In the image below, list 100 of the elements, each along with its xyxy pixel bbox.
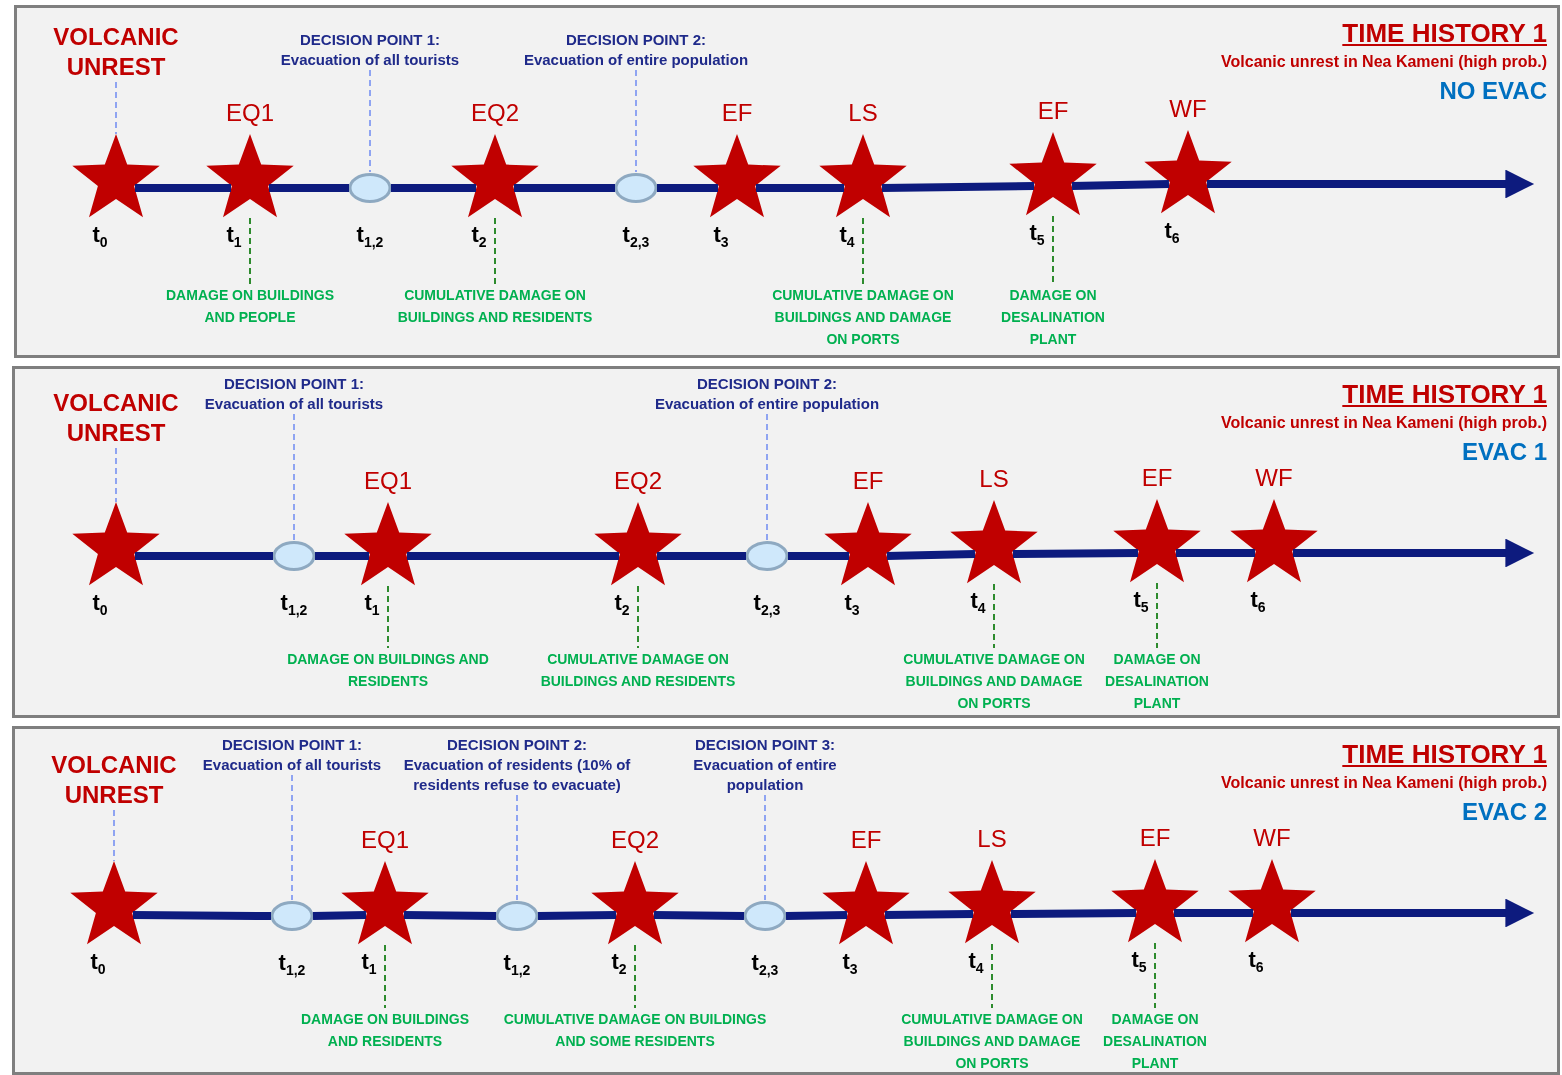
leader-line — [293, 413, 295, 541]
event-label: LS — [978, 464, 1010, 494]
damage-note: CUMULATIVE DAMAGE ON BUILDINGS AND RESIDENTS — [365, 284, 625, 328]
time-label: t$_{2,3}$ — [750, 949, 780, 978]
decision-text: Evacuation of entire population — [692, 755, 838, 795]
leader-line — [1052, 215, 1054, 285]
event-label: VOLCANIC UNREST — [41, 22, 191, 82]
damage-note: DAMAGE ON DESALINATION PLANT — [983, 284, 1123, 350]
event-label: EQ1 — [225, 98, 275, 128]
decision-heading: DECISION POINT 2: — [446, 735, 588, 755]
damage-note: CUMULATIVE DAMAGE ON BUILDINGS AND DAMAGE ON PORTS — [763, 284, 963, 350]
time-label: t$_{4}$ — [969, 587, 987, 616]
event-label: WF — [1252, 823, 1292, 853]
leader-line — [764, 794, 766, 901]
scenario-subtitle: Volcanic unrest in Nea Kameni (high prob.) — [1221, 52, 1547, 72]
decision-text: Evacuation of all tourists — [279, 50, 461, 70]
panel-title: TIME HISTORY 1 — [1342, 378, 1547, 411]
event-label: EF — [851, 466, 885, 496]
event-label: EF — [1138, 823, 1172, 853]
time-label: t$_{1}$ — [360, 948, 378, 977]
time-label: t$_{3}$ — [843, 589, 861, 618]
time-label: t$_{1}$ — [225, 221, 243, 250]
time-label: t$_{2}$ — [613, 589, 631, 618]
panel-title: TIME HISTORY 1 — [1342, 17, 1547, 50]
scenario-label: NO EVAC — [1439, 76, 1547, 106]
timeline-arrow — [1291, 898, 1535, 928]
timeline-panel — [12, 726, 1560, 1075]
event-label: VOLCANIC UNREST — [41, 388, 191, 448]
leader-line — [1154, 942, 1156, 1009]
time-label: t$_{6}$ — [1163, 217, 1181, 246]
leader-line — [384, 944, 386, 1009]
panel-title: TIME HISTORY 1 — [1342, 738, 1547, 771]
damage-note: DAMAGE ON BUILDINGS AND PEOPLE — [150, 284, 350, 328]
leader-line — [634, 944, 636, 1009]
time-label: t$_{5}$ — [1132, 586, 1150, 615]
timeline-arrow — [1207, 169, 1535, 199]
time-label: t$_{2,3}$ — [621, 221, 651, 250]
time-label: t$_{1}$ — [363, 589, 381, 618]
leader-line — [637, 585, 639, 649]
scenario-label: EVAC 1 — [1462, 437, 1547, 467]
damage-note: DAMAGE ON BUILDINGS AND RESIDENTS — [285, 1008, 485, 1052]
time-label: t$_{2}$ — [610, 948, 628, 977]
event-label: LS — [976, 824, 1008, 854]
leader-line — [494, 217, 496, 285]
event-label: EQ2 — [610, 825, 660, 855]
leader-line — [993, 583, 995, 649]
leader-line — [249, 217, 251, 285]
leader-line — [387, 585, 389, 649]
event-label: EQ1 — [363, 466, 413, 496]
leader-line — [635, 69, 637, 173]
event-label: WF — [1254, 463, 1294, 493]
decision-heading: DECISION POINT 3: — [694, 735, 836, 755]
time-label: t$_{6}$ — [1247, 946, 1265, 975]
event-label: WF — [1168, 94, 1208, 124]
time-label: t$_{1,2}$ — [502, 949, 532, 978]
leader-line — [516, 794, 518, 901]
time-label: t$_{5}$ — [1028, 219, 1046, 248]
time-label: t$_{1,2}$ — [279, 589, 309, 618]
event-label: EQ2 — [613, 466, 663, 496]
time-label: t$_{0}$ — [91, 221, 109, 250]
leader-line — [766, 413, 768, 541]
leader-line — [291, 774, 293, 901]
time-label: t$_{2,3}$ — [752, 589, 782, 618]
timeline-arrow — [1293, 538, 1535, 568]
scenario-subtitle: Volcanic unrest in Nea Kameni (high prob.) — [1221, 773, 1547, 793]
timeline-panel — [12, 366, 1560, 718]
time-label: t$_{1,2}$ — [277, 949, 307, 978]
event-label: EQ2 — [470, 98, 520, 128]
decision-heading: DECISION POINT 1: — [299, 30, 441, 50]
event-label: EF — [1140, 463, 1174, 493]
decision-text: Evacuation of residents (10% of residents refuse to evacuate) — [402, 755, 632, 795]
leader-line — [115, 447, 117, 503]
event-label: LS — [847, 98, 879, 128]
decision-text: Evacuation of all tourists — [201, 755, 383, 775]
leader-line — [1156, 582, 1158, 649]
time-label: t$_{3}$ — [712, 221, 730, 250]
decision-text: Evacuation of entire population — [522, 50, 750, 70]
decision-heading: DECISION POINT 2: — [696, 374, 838, 394]
time-label: t$_{0}$ — [91, 589, 109, 618]
time-label: t$_{3}$ — [841, 948, 859, 977]
decision-heading: DECISION POINT 1: — [221, 735, 363, 755]
event-label: EQ1 — [360, 825, 410, 855]
time-label: t$_{5}$ — [1130, 946, 1148, 975]
damage-note: CUMULATIVE DAMAGE ON BUILDINGS AND SOME RESIDENTS — [490, 1008, 780, 1052]
decision-text: Evacuation of all tourists — [203, 394, 385, 414]
leader-line — [369, 69, 371, 173]
leader-line — [991, 943, 993, 1009]
event-label: VOLCANIC UNREST — [39, 750, 189, 810]
decision-text: Evacuation of entire population — [653, 394, 881, 414]
damage-note: DAMAGE ON BUILDINGS AND RESIDENTS — [278, 648, 498, 692]
time-label: t$_{6}$ — [1249, 586, 1267, 615]
scenario-label: EVAC 2 — [1462, 797, 1547, 827]
time-label: t$_{4}$ — [838, 221, 856, 250]
event-label: EF — [1036, 96, 1070, 126]
time-label: t$_{2}$ — [470, 221, 488, 250]
leader-line — [862, 217, 864, 285]
time-label: t$_{0}$ — [89, 948, 107, 977]
time-label: t$_{1,2}$ — [355, 221, 385, 250]
leader-line — [113, 809, 115, 862]
decision-heading: DECISION POINT 1: — [223, 374, 365, 394]
